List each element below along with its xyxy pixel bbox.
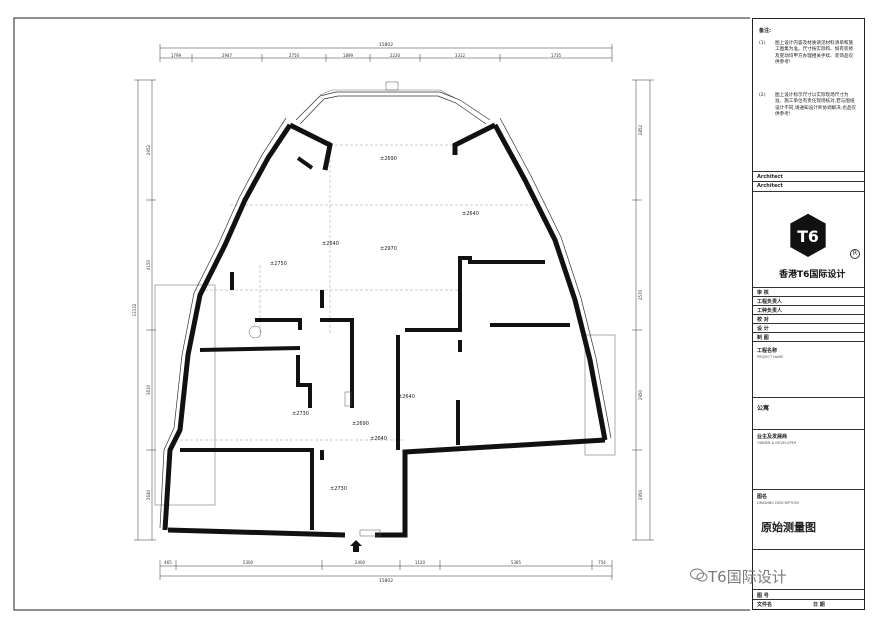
watermark-text: T6国际设计: [708, 568, 787, 586]
divider: [753, 305, 864, 306]
exterior-walls: [162, 122, 608, 538]
date-label: 日 期: [813, 602, 825, 608]
divider: [753, 323, 864, 324]
height-label: ±2640: [322, 241, 339, 247]
note-text: 图上设计内容及材质请见材料清单和施工图集为准。尺寸按实际和、如有装修及变动均甲方…: [775, 41, 854, 66]
bottom-dim: 2400: [355, 560, 366, 565]
divider: [753, 181, 864, 182]
top-dim: 2750: [289, 53, 300, 58]
left-total-dim: 13132: [132, 303, 137, 316]
window-lines: [159, 91, 612, 529]
divider: [753, 296, 864, 297]
project-name-label: 工程名称: [757, 348, 778, 354]
top-segment-dims: 1799 2947 2750 1899 2230 3312 1735: [171, 53, 562, 58]
logo-text: T6: [797, 227, 819, 246]
height-label: ±2690: [352, 421, 369, 427]
title-block: 备注: (1) 图上设计内容及材质请见材料清单和施工图集为准。尺寸按实际和、如有…: [752, 18, 865, 610]
left-dimension-lines: [134, 79, 156, 541]
drawing-sub: DRAWING DESCRIPTION: [757, 501, 799, 505]
role-label: 制 图: [757, 335, 769, 341]
bottom-dim: 5300: [243, 560, 254, 565]
divider: [753, 397, 864, 398]
top-dim: 1799: [171, 53, 182, 58]
role-label: 设 计: [757, 326, 769, 332]
right-dim: 2852: [638, 124, 643, 135]
project-value: 公寓: [757, 405, 770, 412]
top-dim: 2947: [222, 53, 233, 58]
right-dims: 2852 2570 2950 2950: [638, 124, 643, 500]
left-dims: 2952 4150 3610 2640 13132: [132, 144, 151, 500]
height-label: ±2690: [380, 156, 397, 162]
divider: [753, 191, 864, 192]
height-label: ±2640: [398, 394, 415, 400]
brand-name: 香港T6国际设计: [779, 270, 846, 280]
role-label: 审 核: [757, 290, 769, 296]
wechat-icon: [690, 568, 708, 582]
right-dim: 2570: [638, 289, 643, 300]
bottom-segment-dims: 465 5300 2400 1120 5385 754: [164, 560, 606, 565]
top-dim: 1899: [343, 53, 354, 58]
top-dim: 1735: [551, 53, 562, 58]
door-marks: [248, 81, 399, 537]
dashed-lines: [180, 140, 540, 441]
divider: [753, 287, 864, 288]
bottom-dim: 5385: [511, 560, 522, 565]
bottom-total-dim: 15802: [379, 578, 393, 584]
top-dimension-lines: [159, 44, 613, 62]
project-name-sub: PROJECT NAME: [757, 355, 784, 359]
bottom-dimension-lines: [159, 560, 613, 580]
architect-label: Architect: [757, 174, 783, 180]
architect-label: Architect: [757, 183, 783, 189]
top-dim: 2230: [390, 53, 401, 58]
divider: [753, 489, 864, 490]
divider: [753, 429, 864, 430]
note-number: (2): [759, 93, 766, 98]
right-dim: 2950: [638, 389, 643, 400]
drawing-no-label: 图 号: [757, 593, 769, 599]
right-dimension-lines: [632, 79, 654, 541]
note-text: 图上设计标示尺寸以实际现场尺寸为准、施工单位有责任现场核对,若与图纸设计不同,请…: [775, 93, 857, 118]
bottom-dim: 1120: [415, 560, 426, 565]
floor-plan: 15802 1799 2947 2750 1899 2230 3312 1735…: [13, 17, 750, 611]
owner-label: 业主及发展商: [757, 434, 788, 440]
divider: [753, 341, 864, 342]
height-label: ±2750: [270, 261, 287, 267]
divider: [753, 314, 864, 315]
registered-mark: R: [850, 249, 860, 259]
height-label: ±2640: [462, 211, 479, 217]
right-dim: 2950: [638, 489, 643, 500]
height-label: ±2970: [380, 246, 397, 252]
left-dim: 3610: [146, 384, 151, 395]
owner-sub: OWNER & DEVELOPER: [757, 441, 797, 445]
drawing-title: 原始测量图: [761, 521, 816, 534]
left-dim: 2952: [146, 144, 151, 155]
role-label: 工程负责人: [757, 299, 783, 305]
note-number: (1): [759, 41, 766, 46]
height-label: ±2640: [370, 436, 387, 442]
divider: [753, 332, 864, 333]
role-label: 工种负责人: [757, 308, 783, 314]
bottom-dim: 465: [164, 560, 172, 565]
entrance-arrow-icon: [350, 540, 362, 552]
top-dim: 3312: [455, 53, 466, 58]
left-dim: 2640: [146, 489, 151, 500]
interior-walls: [180, 156, 570, 530]
role-label: 校 对: [757, 317, 769, 323]
divider: [753, 599, 864, 600]
top-total-dim: 15802: [379, 42, 393, 48]
notes-title: 备注:: [759, 28, 771, 34]
divider: [753, 549, 864, 550]
left-dim: 4150: [146, 259, 151, 270]
height-labels: ±2690 ±2640 ±2640 ±2970 ±2750 ±2730 ±269…: [270, 156, 479, 492]
file-label: 文件名: [757, 602, 773, 608]
bottom-dim: 754: [598, 560, 606, 565]
t6-logo-icon: T6: [790, 213, 826, 257]
divider: [753, 171, 864, 172]
height-label: ±2730: [330, 486, 347, 492]
height-label: ±2730: [292, 411, 309, 417]
divider: [753, 589, 864, 590]
drawing-label: 图名: [757, 494, 768, 500]
